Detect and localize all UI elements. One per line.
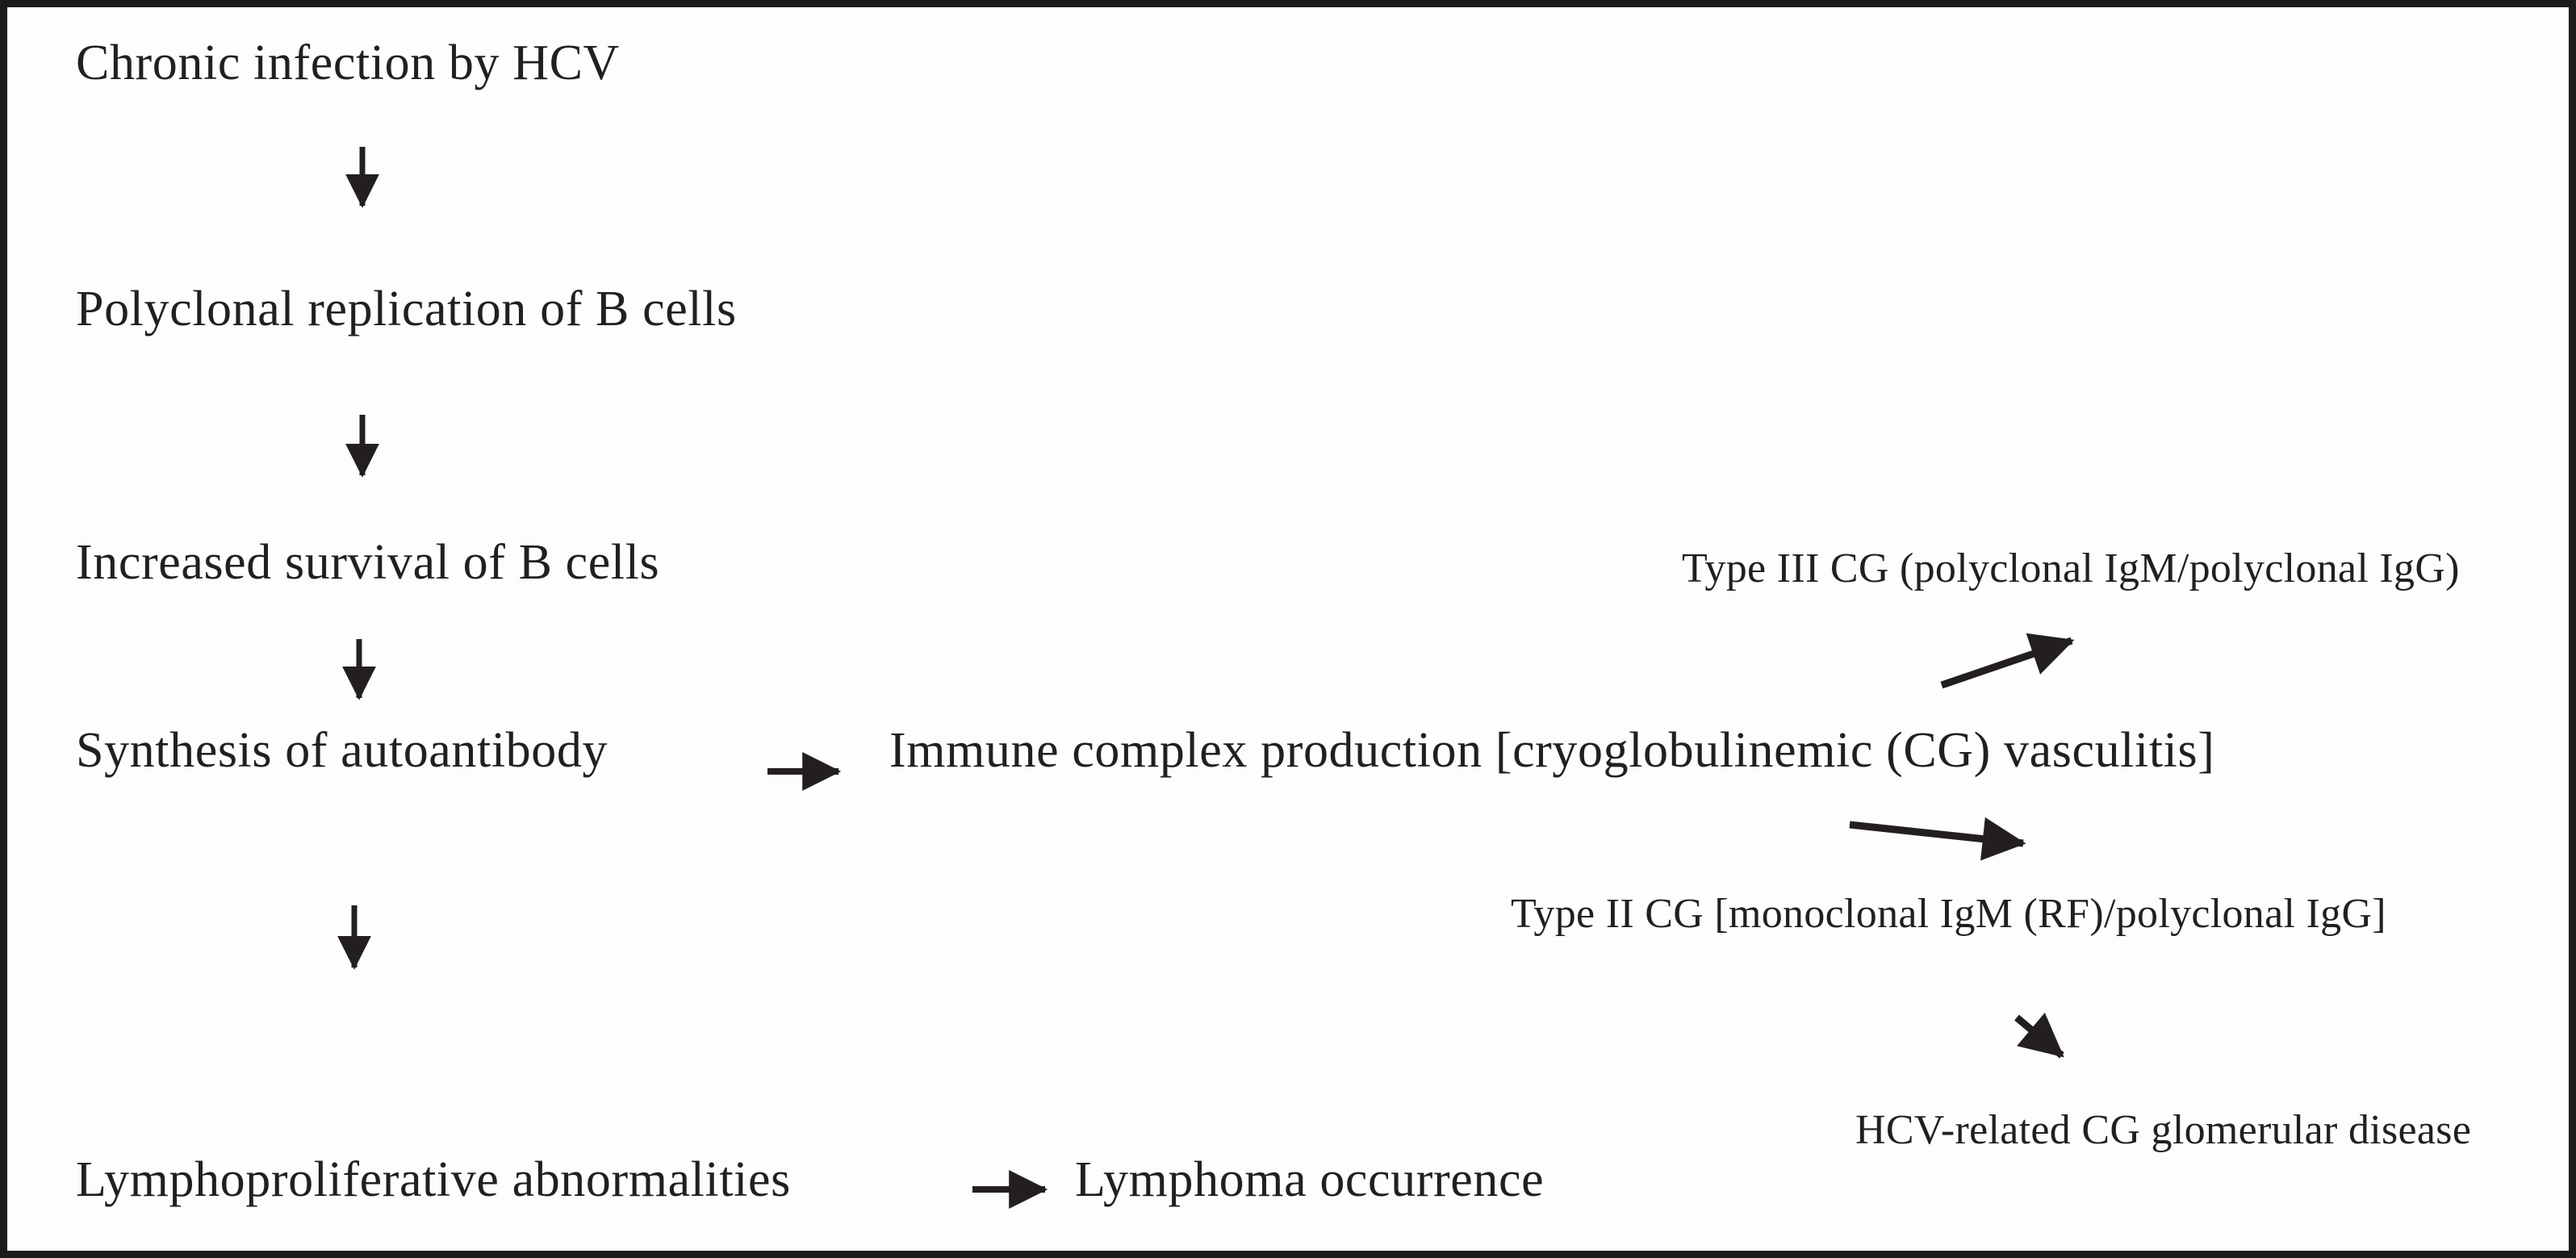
arrow-diagonal-to-glomerular: [2014, 1012, 2064, 1059]
node-polyclonal-replication: Polyclonal replication of B cells: [76, 282, 737, 336]
node-lymphoproliferative: Lymphoproliferative abnormalities: [76, 1152, 791, 1207]
node-lymphoma-occurrence: Lymphoma occurrence: [1075, 1152, 1545, 1207]
arrows-layer: [337, 147, 2075, 1209]
node-increased-survival: Increased survival of B cells: [76, 535, 660, 590]
arrow-diagonal-to-type-iii: [1940, 633, 2075, 689]
arrow-diagonal-to-type-ii: [1849, 817, 2026, 861]
node-synthesis-autoantibody: Synthesis of autoantibody: [76, 723, 608, 778]
node-immune-complex: Immune complex production [cryoglobuline…: [889, 723, 2215, 778]
node-type-iii-cg: Type III CG (polyclonal IgM/polyclonal I…: [1682, 545, 2460, 591]
node-chronic-infection: Chronic infection by HCV: [76, 36, 620, 90]
node-hcv-related-glomerular: HCV-related CG glomerular disease: [1855, 1107, 2472, 1153]
node-type-ii-cg: Type II CG [monoclonal IgM (RF)/polyclon…: [1511, 891, 2386, 937]
